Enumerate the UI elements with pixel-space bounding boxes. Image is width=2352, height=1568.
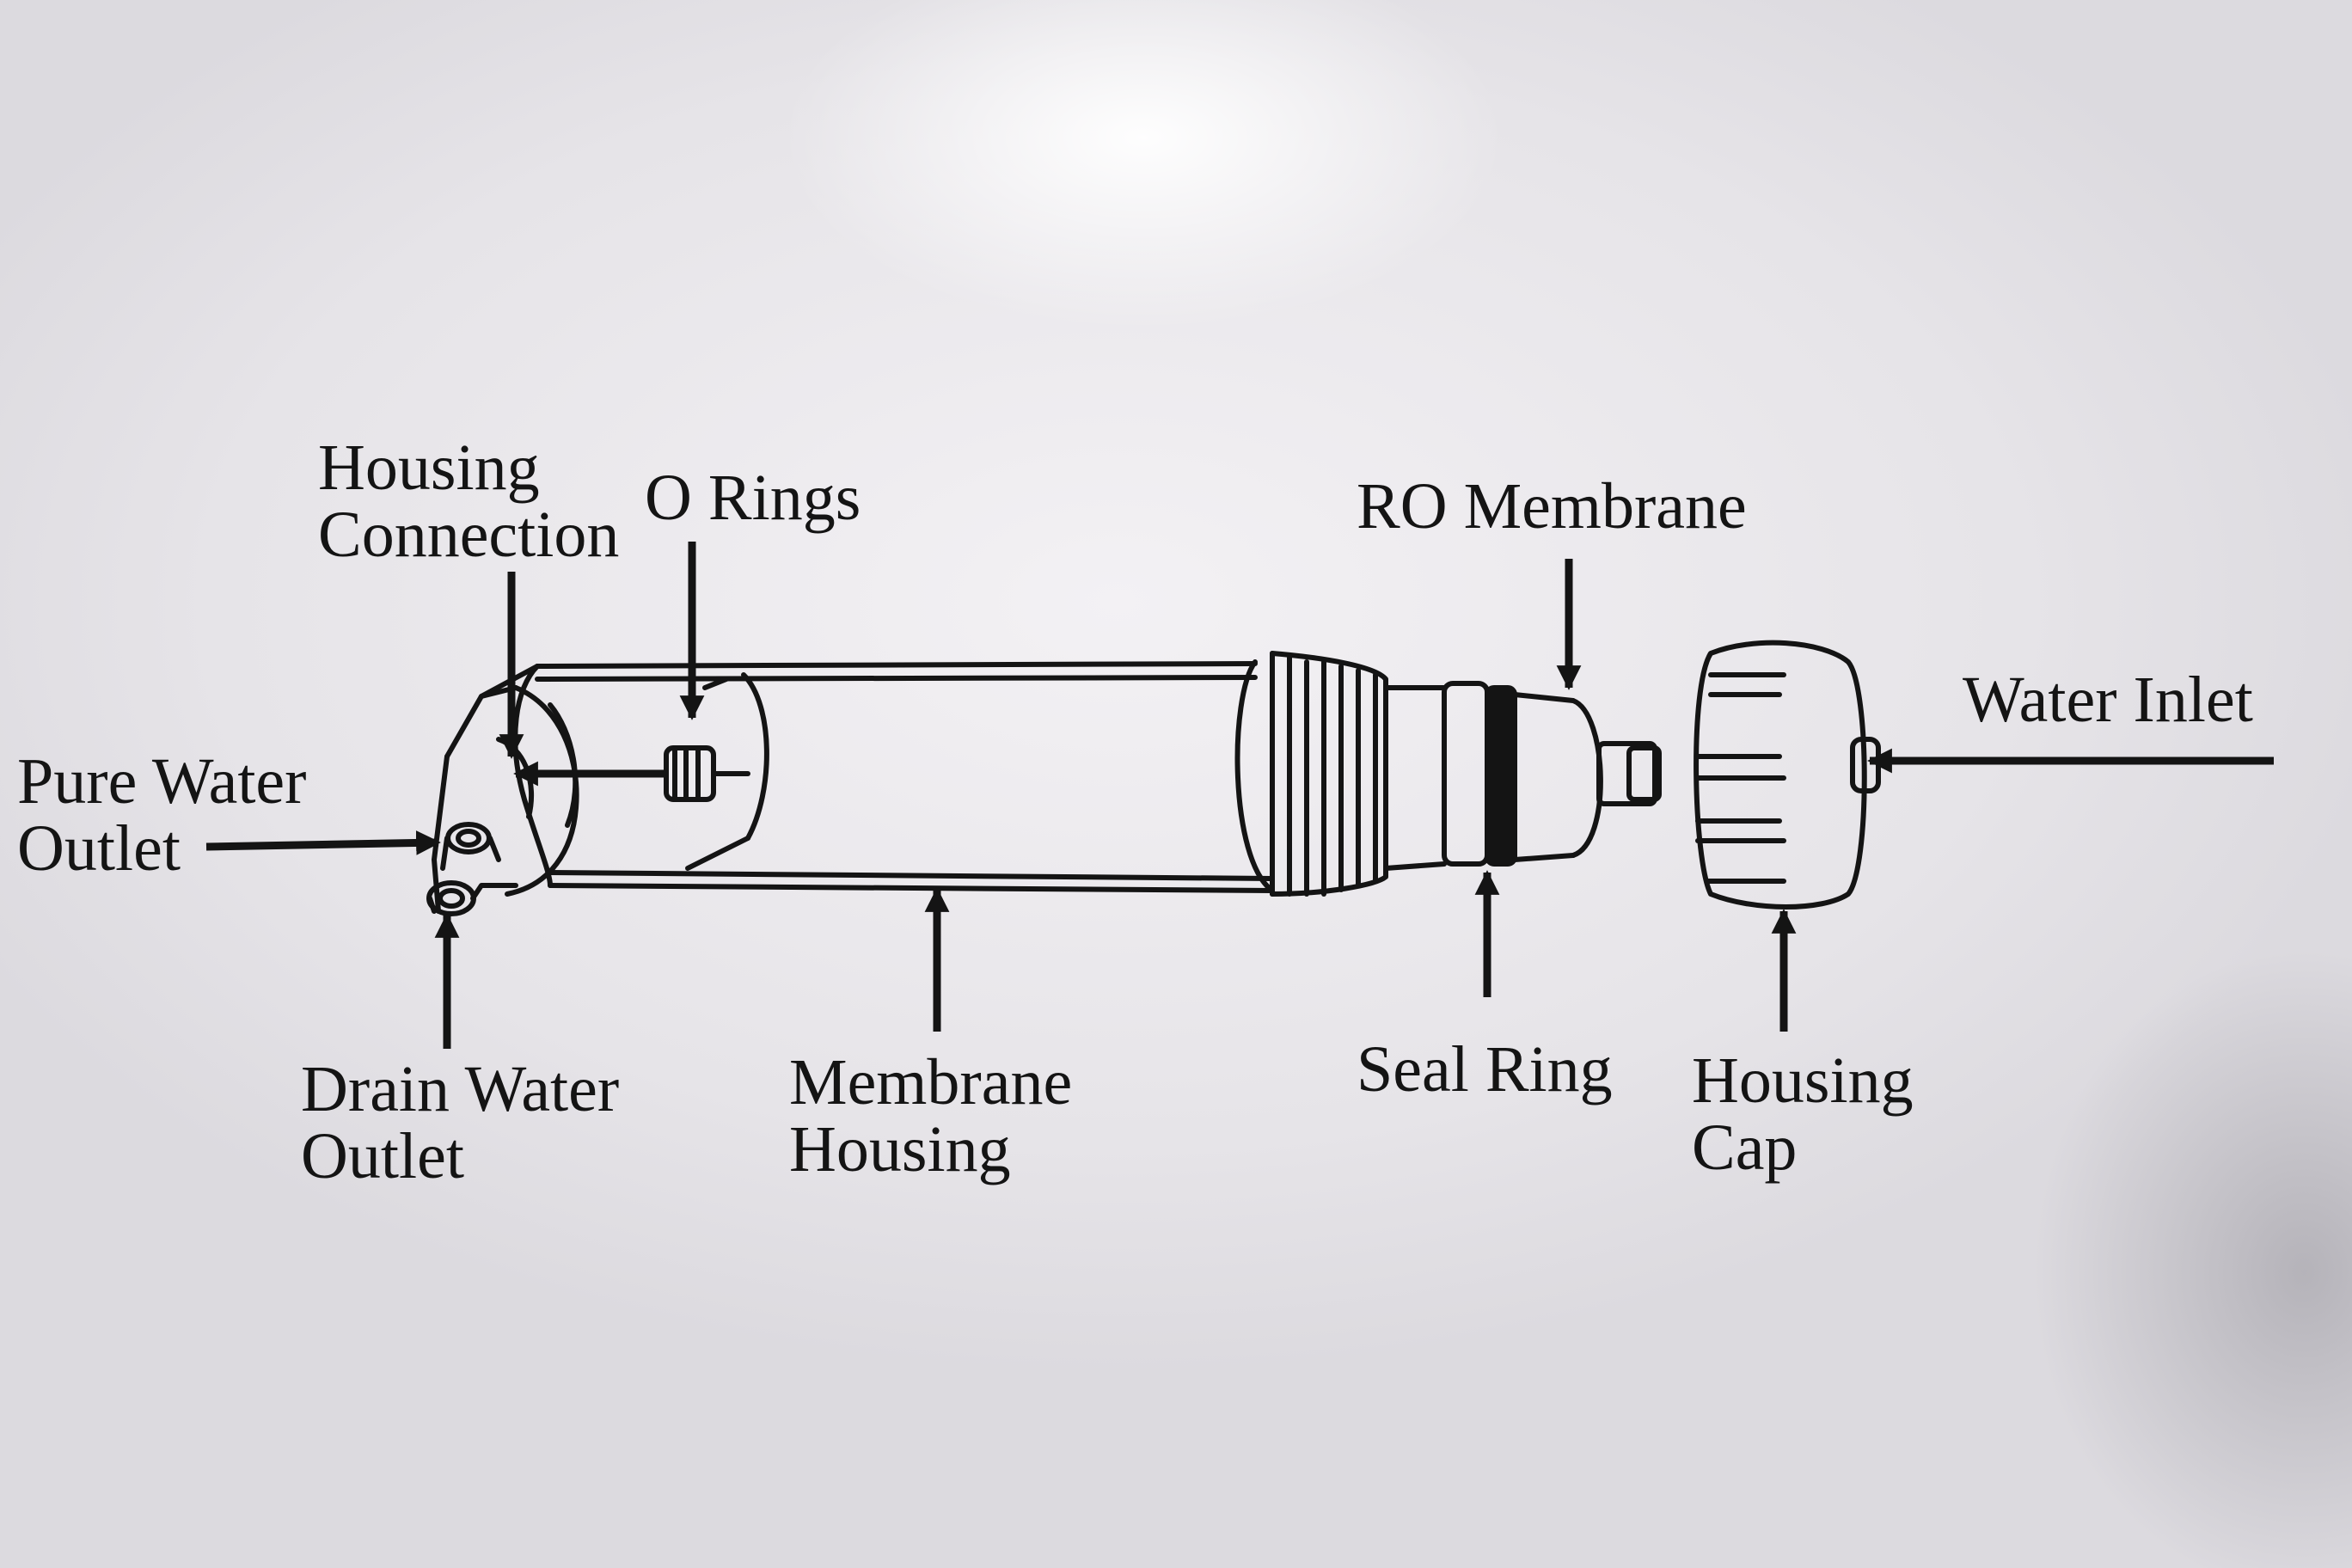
- label-o-rings: O Rings: [645, 462, 861, 534]
- housing-connection-part: [426, 664, 579, 916]
- ro-membrane-element: [1383, 681, 1662, 871]
- inner-membrane-end: [664, 672, 769, 871]
- housing-cap-part: [1694, 640, 1881, 910]
- shadow-area: [1977, 946, 2352, 1568]
- label-seal-ring: Seal Ring: [1357, 1033, 1613, 1106]
- label-ro-membrane: RO Membrane: [1357, 470, 1747, 542]
- arrow-pure-water-outlet: [205, 830, 441, 855]
- label-membrane-housing: Membrane Housing: [789, 1046, 1073, 1185]
- threaded-end: [1234, 651, 1388, 897]
- label-housing-cap: Housing Cap: [1692, 1044, 1914, 1184]
- label-housing-connection: Housing Connection: [318, 432, 620, 571]
- label-drain-water-outlet: Drain Water Outlet: [301, 1053, 620, 1192]
- label-pure-water-outlet: Pure Water Outlet: [17, 745, 307, 885]
- label-water-inlet: Water Inlet: [1963, 664, 2253, 736]
